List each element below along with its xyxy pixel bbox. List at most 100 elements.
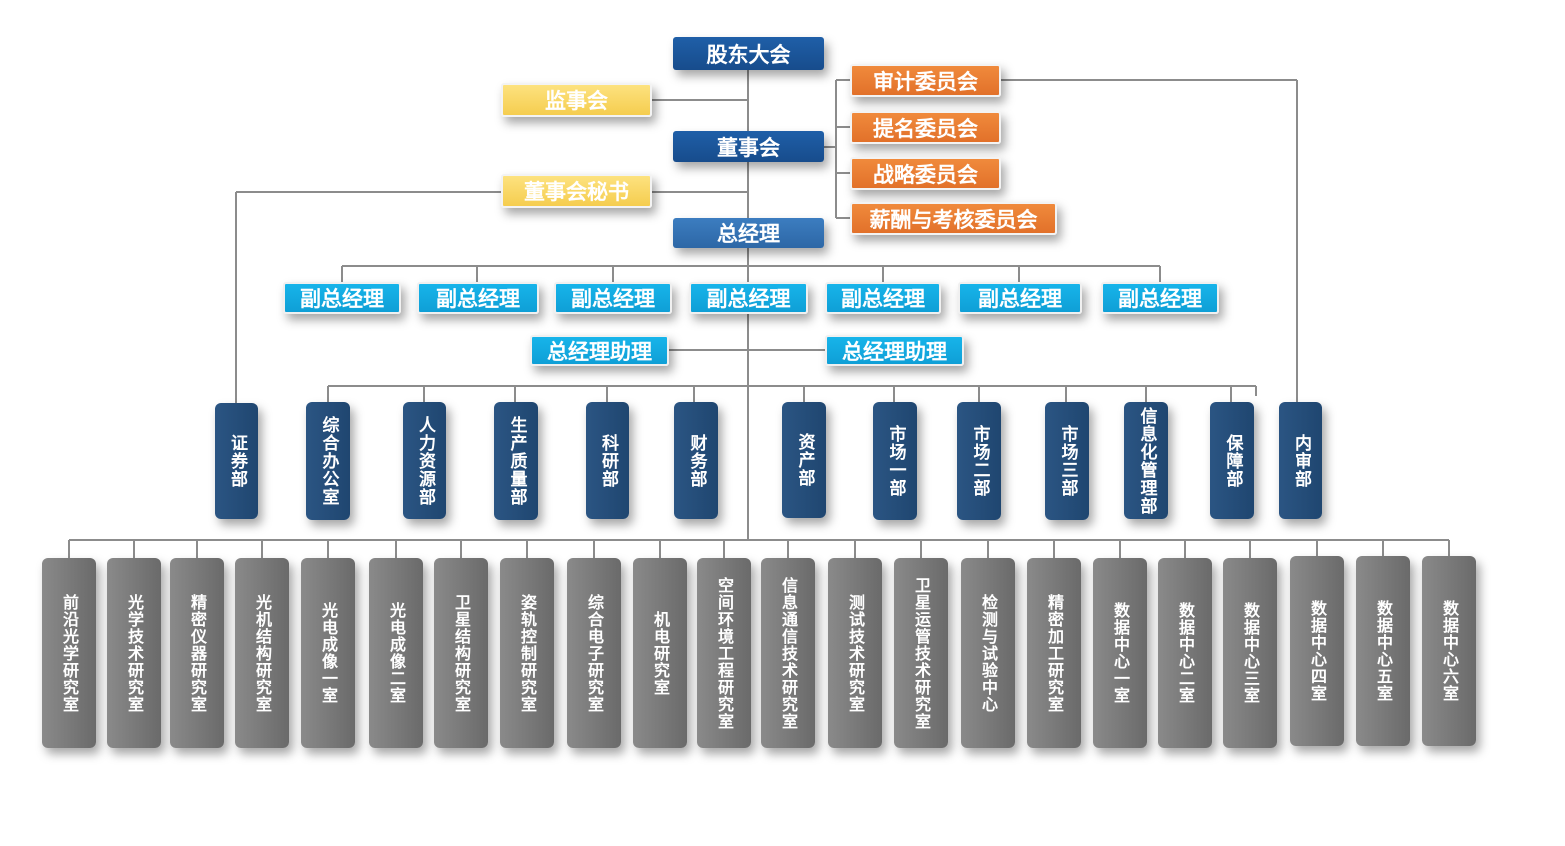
- deputy-gm-box: 副总经理: [825, 282, 941, 314]
- department-box: 市场一部: [873, 402, 917, 520]
- room-box: 数据中心三室: [1223, 558, 1277, 748]
- department-box: 财务部: [674, 402, 718, 519]
- department-label: 综合办公室: [318, 416, 339, 506]
- deputy-gm-box: 副总经理: [1101, 282, 1219, 314]
- room-label: 检测与试验中心: [979, 593, 998, 713]
- room-label: 卫星运管技术研究室: [912, 576, 931, 730]
- deputy-gm-box: 副总经理: [958, 282, 1082, 314]
- gm-assistant-label: 总经理助理: [547, 339, 652, 364]
- department-box: 科研部: [586, 402, 629, 519]
- supervisory-board-box: 监事会: [501, 83, 652, 117]
- room-box: 前沿光学研究室: [42, 558, 96, 748]
- room-box: 数据中心二室: [1158, 558, 1212, 748]
- board-secretary-box: 董事会秘书: [501, 174, 652, 208]
- deputy-gm-box: 副总经理: [417, 282, 539, 314]
- room-box: 姿轨控制研究室: [500, 558, 554, 748]
- department-label: 市场一部: [885, 425, 906, 497]
- room-label: 综合电子研究室: [585, 593, 604, 713]
- department-box: 人力资源部: [403, 402, 446, 519]
- room-box: 综合电子研究室: [567, 558, 621, 748]
- room-box: 光电成像二室: [369, 558, 423, 748]
- deputy-gm-label: 副总经理: [706, 287, 791, 311]
- department-box: 资产部: [782, 402, 826, 518]
- room-label: 卫星结构研究室: [452, 593, 471, 713]
- department-box: 保障部: [1210, 402, 1254, 519]
- room-label: 数据中心四室: [1308, 600, 1327, 702]
- room-label: 光电成像二室: [387, 602, 406, 704]
- department-label: 财务部: [686, 433, 707, 488]
- room-box: 测试技术研究室: [828, 558, 882, 748]
- room-box: 精密仪器研究室: [170, 558, 224, 748]
- department-box: 生产质量部: [494, 402, 538, 520]
- department-box: 市场三部: [1045, 402, 1089, 520]
- deputy-gm-label: 副总经理: [300, 287, 384, 311]
- department-box: 信息化管理部: [1124, 402, 1168, 519]
- room-box: 数据中心五室: [1356, 556, 1410, 746]
- department-box: 市场二部: [957, 402, 1001, 520]
- deputy-gm-box: 副总经理: [689, 282, 808, 314]
- gm-assistant-box: 总经理助理: [825, 335, 964, 366]
- room-box: 精密加工研究室: [1027, 558, 1081, 748]
- audit-committee-box: 审计委员会: [850, 64, 1001, 97]
- room-label: 前沿光学研究室: [60, 593, 79, 713]
- room-label: 空间环境工程研究室: [715, 576, 734, 730]
- department-label: 生产质量部: [506, 416, 527, 506]
- room-box: 数据中心一室: [1093, 558, 1147, 748]
- deputy-gm-label: 副总经理: [436, 287, 520, 311]
- committee-label: 审计委员会: [873, 69, 978, 94]
- remuneration-committee-box: 薪酬与考核委员会: [850, 202, 1057, 235]
- room-label: 光机结构研究室: [253, 593, 272, 713]
- department-label: 市场二部: [969, 425, 990, 497]
- room-box: 光学技术研究室: [107, 558, 161, 748]
- room-label: 姿轨控制研究室: [518, 593, 537, 713]
- deputy-gm-label: 副总经理: [1118, 287, 1202, 311]
- room-label: 数据中心六室: [1440, 600, 1459, 702]
- room-box: 数据中心六室: [1422, 556, 1476, 746]
- room-box: 数据中心四室: [1290, 556, 1344, 746]
- strategy-committee-box: 战略委员会: [850, 157, 1001, 190]
- gm-assistant-label: 总经理助理: [842, 339, 947, 364]
- room-box: 信息通信技术研究室: [761, 558, 815, 748]
- room-label: 数据中心五室: [1374, 600, 1393, 702]
- board-secretary-label: 董事会秘书: [524, 180, 629, 204]
- deputy-gm-label: 副总经理: [571, 287, 655, 311]
- room-label: 精密仪器研究室: [188, 593, 207, 713]
- room-label: 数据中心三室: [1241, 602, 1260, 704]
- room-label: 精密加工研究室: [1045, 593, 1064, 713]
- shareholders-meeting-label: 股东大会: [706, 42, 791, 67]
- gm-assistant-box: 总经理助理: [530, 335, 669, 366]
- department-label: 资产部: [794, 433, 815, 487]
- room-box: 卫星运管技术研究室: [894, 558, 948, 748]
- shareholders-meeting-box: 股东大会: [673, 37, 824, 70]
- supervisory-board-label: 监事会: [545, 89, 608, 113]
- department-label: 保障部: [1222, 433, 1243, 488]
- department-box: 内审部: [1279, 402, 1322, 519]
- department-box: 证券部: [215, 403, 258, 519]
- department-label: 证券部: [227, 434, 247, 488]
- committee-label: 薪酬与考核委员会: [869, 207, 1038, 232]
- committee-label: 战略委员会: [873, 162, 978, 187]
- room-box: 检测与试验中心: [961, 558, 1015, 748]
- room-box: 卫星结构研究室: [434, 558, 488, 748]
- department-label: 市场三部: [1057, 425, 1078, 497]
- department-label: 科研部: [598, 433, 618, 488]
- deputy-gm-box: 副总经理: [283, 282, 401, 314]
- room-label: 信息通信技术研究室: [779, 576, 798, 730]
- room-label: 光电成像一室: [319, 602, 338, 704]
- department-box: 综合办公室: [306, 402, 350, 520]
- room-label: 数据中心一室: [1111, 602, 1130, 704]
- room-label: 数据中心二室: [1176, 602, 1195, 704]
- department-label: 内审部: [1291, 433, 1311, 488]
- department-label: 人力资源部: [415, 415, 435, 506]
- committee-label: 提名委员会: [873, 116, 978, 141]
- room-box: 空间环境工程研究室: [697, 558, 751, 748]
- deputy-gm-label: 副总经理: [841, 287, 925, 311]
- department-label: 信息化管理部: [1136, 406, 1157, 515]
- general-manager-label: 总经理: [717, 222, 780, 246]
- room-box: 光电成像一室: [301, 558, 355, 748]
- room-label: 机电研究室: [651, 610, 670, 696]
- board-of-directors-label: 董事会: [717, 135, 780, 160]
- deputy-gm-box: 副总经理: [554, 282, 672, 314]
